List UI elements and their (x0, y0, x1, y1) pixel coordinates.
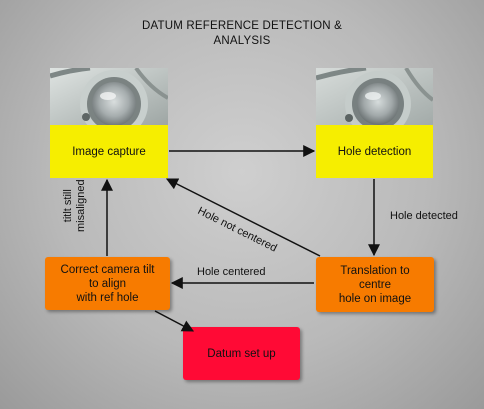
diagram-title-line1: DATUM REFERENCE DETECTION & (141, 20, 343, 32)
node-correct-tilt-line1: Correct camera tilt (60, 263, 155, 276)
node-translation: Translation to centre hole on image (316, 257, 434, 312)
edge-label-hole-centered: Hole centered (197, 266, 266, 278)
node-correct-tilt: Correct camera tilt to align with ref ho… (45, 257, 170, 310)
edge-label-tilt-line1: titlt still (62, 189, 74, 223)
node-image-capture: Image capture (50, 125, 168, 178)
node-translation-line1: Translation to (340, 264, 410, 277)
node-hole-detection: Hole detection (316, 125, 433, 178)
edge-label-tilt-line2: misaligned (75, 179, 87, 232)
node-translation-line3: hole on image (338, 292, 412, 305)
camera-photo-right (316, 68, 433, 125)
node-correct-tilt-line3: with ref hole (76, 291, 139, 304)
arrow-correct-to-datum (154, 310, 195, 332)
diagram-title-line2: ANALYSIS (213, 35, 271, 47)
camera-photo-left (50, 68, 168, 125)
edge-label-tilt-misaligned: titlt still misaligned (62, 179, 88, 232)
edge-label-hole-detected: Hole detected (390, 210, 458, 222)
node-image-capture-label: Image capture (72, 145, 146, 158)
node-translation-line2: centre (359, 278, 391, 291)
node-hole-detection-label: Hole detection (337, 145, 412, 158)
node-correct-tilt-line2: to align (88, 277, 127, 290)
node-datum-setup-label: Datum set up (207, 347, 276, 360)
arrow-translation-to-capture (165, 178, 321, 257)
node-datum-setup: Datum set up (183, 327, 300, 380)
